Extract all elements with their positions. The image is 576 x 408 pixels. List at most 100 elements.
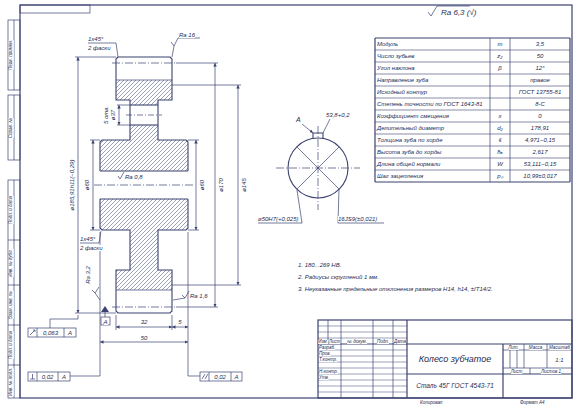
- grid-line: [318, 380, 407, 381]
- grid-line: [375, 170, 570, 171]
- grid-line: [375, 158, 570, 159]
- drawing-label: 32: [141, 319, 148, 325]
- grid-line: [375, 110, 570, 111]
- drawing-label: Масса: [529, 346, 542, 351]
- stamp-box: [20, 5, 90, 13]
- drawing-label: Ra 0,8: [125, 174, 143, 180]
- drawing-label: A: [62, 374, 66, 380]
- drawing-label: Ra 6,3 (√): [441, 9, 477, 17]
- drawing-label: ø60: [199, 180, 205, 190]
- grid-line: [318, 332, 407, 333]
- drawing-label: pₙ: [497, 173, 502, 179]
- dimension-lines: [75, 43, 241, 345]
- grid-line: [375, 181, 570, 182]
- drawing-label: Степень точности по ГОСТ 1643-81: [377, 101, 483, 107]
- drawing-label: A: [234, 374, 238, 380]
- drawing-label: Делительный диаметр: [377, 125, 444, 131]
- drawing-label: Дата: [394, 340, 406, 345]
- drawing-label: 50: [141, 335, 148, 341]
- gear-section: [94, 57, 194, 313]
- drawing-label: 5: [178, 319, 181, 325]
- table-grid: [318, 38, 570, 392]
- grid-line: [375, 74, 570, 75]
- grid-line: [318, 386, 407, 387]
- grid-line: [318, 368, 407, 369]
- drawing-label: Направление зуба: [377, 77, 428, 83]
- grid-line: [569, 38, 570, 182]
- drawing-label: 53,111−0,15: [524, 161, 557, 167]
- drawing-label: ГОСТ 13755-81: [519, 89, 562, 95]
- drawing-label: Шаг зацепления: [377, 173, 423, 179]
- drawing-label: Сталь 45Г ГОСТ 4543-71: [416, 383, 494, 390]
- drawing-label: 0,063: [43, 330, 58, 336]
- drawing-label: Инв. № подл.: [9, 368, 14, 396]
- drawing-label: Справ. №: [9, 117, 14, 137]
- drawing-label: 1х45°: [88, 36, 103, 42]
- drawing-label: Масштаб: [549, 346, 570, 351]
- drawing-label: Высота зуба до хорды: [377, 149, 441, 155]
- drawing-label: Ra 16: [179, 32, 195, 38]
- drawing-label: 8-С: [535, 101, 545, 107]
- bore-view: [258, 119, 384, 223]
- drawing-label: d₂: [497, 125, 503, 131]
- drawing-label: 3. Неуказанные предельные отклонения раз…: [298, 286, 493, 292]
- drawing-label: 16JS9(±0,021): [338, 216, 377, 222]
- drawing-label: 10,99±0,017: [523, 173, 556, 179]
- drawing-label: 0: [538, 113, 541, 119]
- drawing-label: W: [497, 161, 503, 167]
- grid-line: [375, 134, 570, 135]
- drawing-label: ø185,91h11(−0,29): [69, 160, 75, 211]
- drawing-label: Лист: [329, 340, 341, 345]
- sheet-frame: [20, 5, 572, 398]
- drawing-label: h̄ₐ: [497, 149, 503, 155]
- drawing-label: Перв. примен.: [9, 40, 14, 70]
- drawing-label: z₂: [497, 53, 502, 59]
- grid-line: [375, 122, 570, 123]
- drawing-label: 0,02: [214, 374, 226, 380]
- drawing-label: Листов 1: [541, 370, 561, 375]
- grid-line: [318, 338, 407, 339]
- drawing-label: 178,91: [531, 125, 549, 131]
- drawing-label: 0,02: [42, 374, 54, 380]
- drawing-label: Угол наклона: [377, 65, 415, 71]
- drawing-label: A: [103, 319, 107, 325]
- grid-line: [490, 38, 491, 182]
- drawing-label: № докум.: [347, 340, 367, 345]
- drawing-label: Модуль: [377, 41, 398, 47]
- drawing-label: Разраб.: [319, 346, 335, 351]
- grid-line: [318, 392, 407, 393]
- grid-line: [374, 38, 375, 182]
- drawing-label: Число зубьев: [377, 53, 415, 59]
- drawing-label: Взам. инв. №: [9, 291, 14, 319]
- drawing-label: 50: [537, 53, 544, 59]
- drawing-label: Н.контр.: [319, 370, 338, 375]
- drawing-label: A: [296, 116, 301, 123]
- drawing-label: Формат А4: [520, 401, 545, 406]
- grid-line: [375, 50, 570, 51]
- grid-line: [375, 62, 570, 63]
- drawing-label: Копировал: [420, 401, 442, 406]
- drawing-label: Исходный контур: [377, 89, 427, 95]
- drawing-label: Лист: [511, 370, 523, 375]
- drawing-label: 2. Радиусы скруглений 1 мм.: [298, 274, 379, 280]
- drawing-label: ø170: [218, 178, 224, 192]
- drawing-label: Толщина зуба по хорде: [377, 137, 442, 143]
- drawing-label: Колесо зубчатое: [419, 355, 492, 364]
- drawing-label: ø50H7(+0,025): [258, 216, 299, 222]
- drawing-label: Пров.: [319, 352, 331, 357]
- drawing-label: 3,5: [536, 41, 544, 47]
- drawing-label: s̄: [499, 137, 502, 143]
- drawing-label: β: [498, 65, 501, 71]
- drawing-label: 1х45°: [80, 236, 95, 242]
- drawing-label: Лит.: [508, 346, 519, 351]
- drawing-label: 5 отв.: [103, 106, 109, 124]
- drawing-label: 1. 180...269 НВ.: [298, 262, 341, 268]
- drawing-label: 53,8+0,2: [326, 112, 350, 118]
- drawing-label: Утв.: [319, 376, 329, 381]
- drawing-label: Подп. и дата: [9, 196, 14, 224]
- drawing-label: 4,971−0,15: [525, 137, 555, 143]
- grid-line: [318, 326, 407, 327]
- drawing-label: m: [498, 41, 503, 47]
